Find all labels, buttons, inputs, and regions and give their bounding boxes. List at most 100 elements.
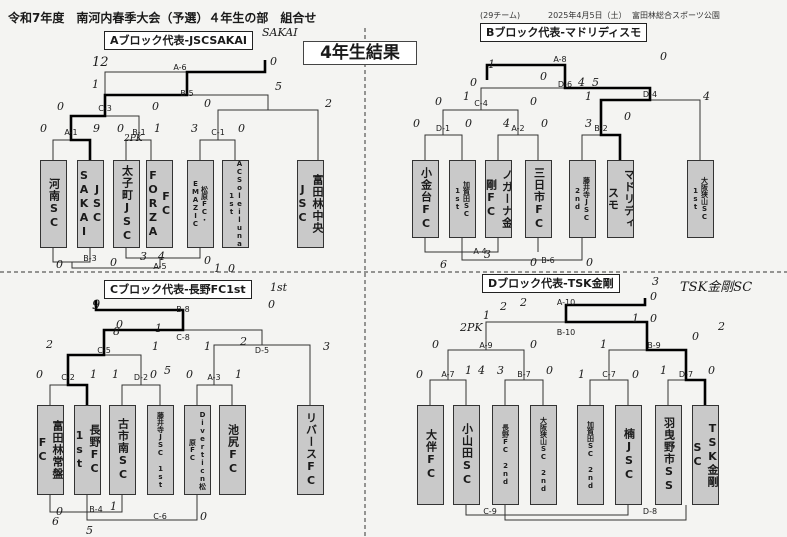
team-card: 古市南SC	[109, 405, 136, 495]
block-b-title: Bブロック代表-マドリディスモ	[480, 23, 648, 43]
score: 0	[530, 256, 537, 269]
note-a: SAKAI	[262, 26, 298, 39]
score: 2PK	[124, 134, 143, 144]
score: 1	[90, 368, 97, 381]
score: 0	[186, 368, 193, 381]
match-label: D-6	[557, 80, 573, 89]
score: 2PK	[460, 321, 483, 334]
match-label: C-4	[474, 99, 488, 108]
result-heading: 4年生結果	[303, 41, 417, 65]
match-label: A-1	[64, 128, 78, 137]
score: 0	[110, 256, 117, 269]
team-card: 松原FC・EMAZIC	[187, 160, 214, 248]
team-card: JSC SAKAI	[77, 160, 104, 248]
team-card: 三日市FC	[525, 160, 552, 238]
score: 1	[110, 500, 117, 513]
team-card: 大伴FC	[417, 405, 444, 505]
team-card: 小金台FC	[412, 160, 439, 238]
score: 2	[520, 296, 527, 309]
score: 4	[478, 364, 485, 377]
match-label: C-1	[211, 128, 225, 137]
match-label: B-9	[647, 341, 661, 350]
team-card: マドリディスモ	[607, 160, 634, 238]
score: 0	[40, 122, 47, 135]
score: 0	[204, 254, 211, 267]
score: 2	[500, 300, 507, 313]
team-card: 藤井寺JSC 1st	[147, 405, 174, 495]
score: 0	[416, 368, 423, 381]
team-card: 池尻FC	[219, 405, 246, 495]
block-a-title: Aブロック代表-JSCSAKAI	[104, 31, 253, 51]
match-label: C-9	[483, 507, 497, 516]
score: 1	[600, 338, 607, 351]
score: 1	[204, 340, 211, 353]
score: 2	[240, 335, 247, 348]
team-card: 羽曳野市SS	[655, 405, 682, 505]
score: 0	[36, 368, 43, 381]
team-card: 河南SC	[40, 160, 67, 248]
score: 0	[650, 290, 657, 303]
match-label: A-5	[153, 262, 167, 271]
match-label: D-8	[642, 507, 658, 516]
note-c: 1st	[270, 281, 288, 294]
match-label: A-3	[207, 373, 221, 382]
score: 2	[718, 320, 725, 333]
score: 12	[92, 55, 109, 70]
block-d-title: Dブロック代表-TSK金剛	[482, 274, 620, 294]
score: 9	[92, 298, 101, 313]
score: 0	[530, 338, 537, 351]
score: 0	[541, 117, 548, 130]
score: 0	[632, 368, 639, 381]
score: 0	[432, 338, 439, 351]
score: 3	[585, 117, 592, 130]
match-label: C-6	[153, 512, 167, 521]
team-card: 大阪狭山SC 2nd	[530, 405, 557, 505]
block-c-title: Cブロック代表-長野FC1st	[104, 280, 252, 300]
match-label: A-4	[473, 247, 487, 256]
venue: 富田林総合スポーツ公園	[632, 11, 720, 20]
match-label: B-3	[83, 254, 97, 263]
score: 0	[540, 70, 547, 83]
score: 1	[152, 340, 159, 353]
score: 1	[112, 368, 119, 381]
match-label: B-2	[594, 124, 608, 133]
match-label: D-4	[642, 90, 658, 99]
sheet-title: 令和7年度 南河内春季大会（予選）４年生の部 組合せ	[8, 11, 317, 25]
score: 3	[191, 122, 198, 135]
team-card: ノガーナ金剛FC	[485, 160, 512, 238]
score: 0	[660, 50, 667, 63]
team-card: 加賀田SC 2nd	[577, 405, 604, 505]
score: 0	[152, 100, 159, 113]
score: 1	[155, 322, 162, 335]
match-label: A-7	[441, 370, 455, 379]
score: 0	[116, 318, 123, 331]
score: 0	[586, 256, 593, 269]
match-label: B-10	[556, 328, 576, 337]
score: 1	[488, 58, 495, 71]
team-card: 富田林中央JSC	[297, 160, 324, 248]
score: 4	[158, 250, 165, 263]
score: 6	[52, 515, 59, 528]
score: 1	[465, 364, 472, 377]
score: 3	[652, 275, 659, 288]
match-label: B-7	[517, 370, 531, 379]
score: 0	[546, 364, 553, 377]
score: 0	[228, 262, 235, 275]
score: 6	[440, 258, 447, 271]
score: 3	[497, 364, 504, 377]
match-label: A-6	[173, 63, 187, 72]
score: 0	[692, 330, 699, 343]
note-d: TSK金剛SC	[680, 280, 753, 295]
score: 3	[484, 248, 491, 261]
score: 5	[275, 80, 282, 93]
score: 0	[650, 312, 657, 325]
match-label: B-1	[132, 128, 146, 137]
score: 5	[592, 76, 599, 89]
score: 1	[154, 122, 161, 135]
match-label: A-8	[553, 55, 567, 64]
match-label: C-8	[176, 333, 190, 342]
score: 1	[660, 364, 667, 377]
team-card: 長野FC 1st	[74, 405, 101, 495]
